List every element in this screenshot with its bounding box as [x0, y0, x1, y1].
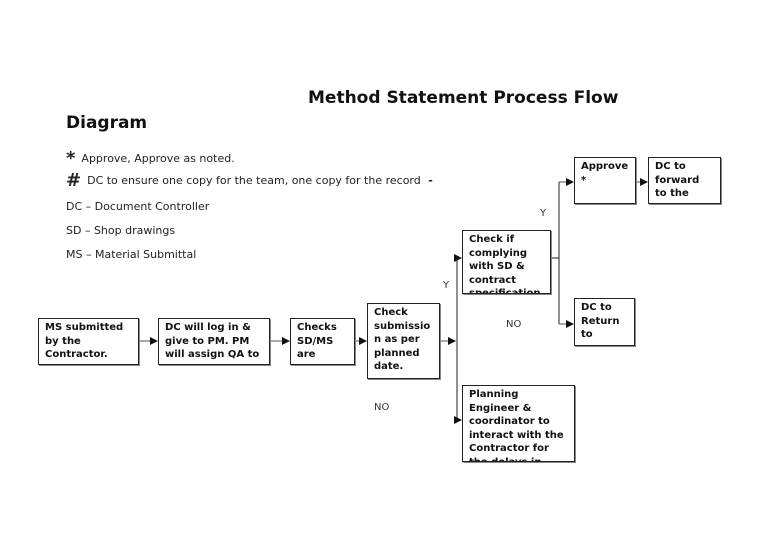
- legend-text: Approve, Approve as noted.: [81, 152, 235, 165]
- label-yes-submission: Y: [443, 280, 450, 291]
- label-no-complying: NO: [506, 319, 522, 330]
- box-dc-return: DC to Return to: [574, 298, 635, 346]
- legend-sd: SD – Shop drawings: [66, 224, 176, 237]
- box-check-submission: Check submissio n as per planned date.: [367, 303, 440, 379]
- asterisk-symbol: *: [66, 148, 76, 169]
- box-approve: Approve *: [574, 157, 636, 204]
- legend-approve: * Approve, Approve as noted.: [66, 148, 235, 169]
- hash-symbol: #: [66, 170, 82, 191]
- box-checks: Checks SD/MS are: [290, 318, 355, 365]
- box-dc-log: DC will log in & give to PM. PM will ass…: [158, 318, 270, 365]
- legend-text: DC to ensure one copy for the team, one …: [87, 174, 421, 187]
- box-ms-submitted: MS submitted by the Contractor.: [38, 318, 139, 365]
- legend-copy: # DC to ensure one copy for the team, one…: [66, 170, 433, 191]
- label-yes-complying: Y: [540, 208, 547, 219]
- diagram-title: Method Statement Process Flow: [308, 88, 619, 108]
- box-check-complying: Check if complying with SD & contract sp…: [462, 230, 551, 294]
- legend-ms: MS – Material Submittal: [66, 248, 197, 261]
- box-planning: Planning Engineer & coordinator to inter…: [462, 385, 575, 462]
- label-no-submission: NO: [374, 402, 390, 413]
- diagram-title-continued: Diagram: [66, 113, 148, 133]
- box-dc-forward: DC to forward to the: [648, 157, 721, 204]
- dash-symbol: -: [428, 174, 433, 187]
- legend-dc: DC – Document Controller: [66, 200, 210, 213]
